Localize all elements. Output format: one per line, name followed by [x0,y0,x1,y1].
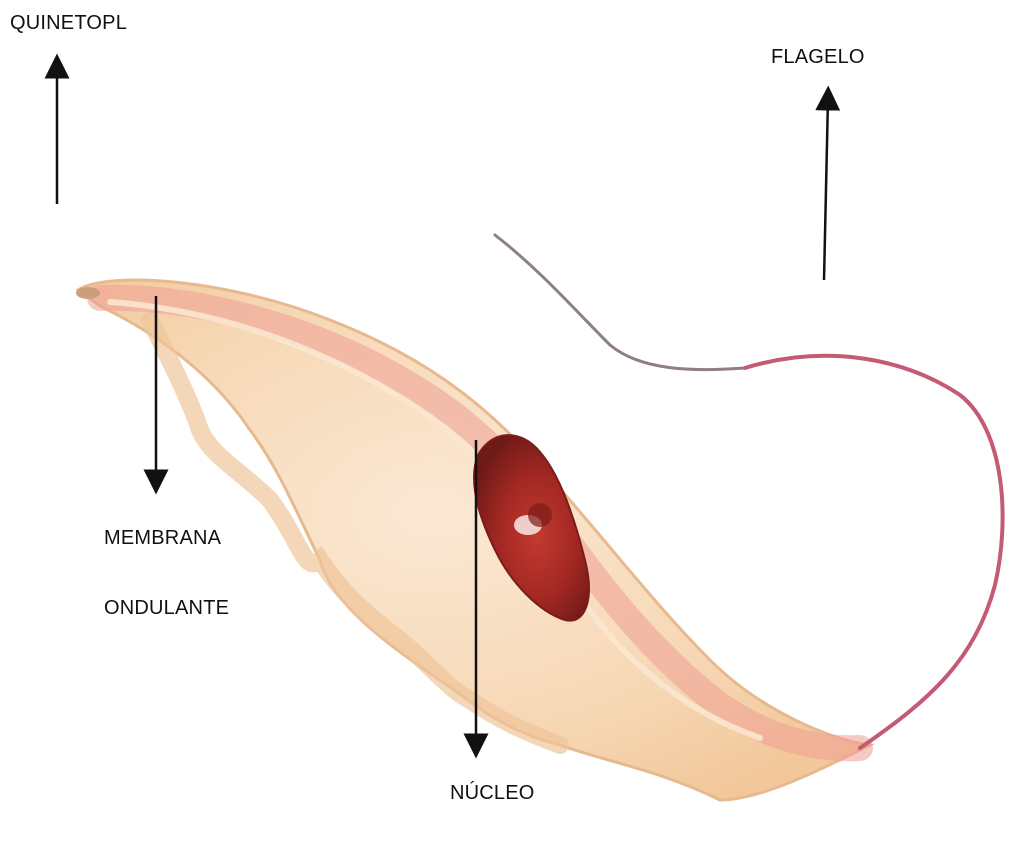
arrow-flagelo [824,98,828,280]
kinetoplast [76,287,100,299]
label-ondulante: ONDULANTE [104,597,229,620]
label-nucleo: NÚCLEO [450,782,535,805]
label-flagelo: FLAGELO [771,46,865,69]
label-quinetopl: QUINETOPL [10,12,127,35]
nucleus-inner [528,503,552,527]
label-membrana: MEMBRANA [104,527,221,550]
flagellum-gray [495,235,745,370]
flagellum-pink [745,356,1003,748]
